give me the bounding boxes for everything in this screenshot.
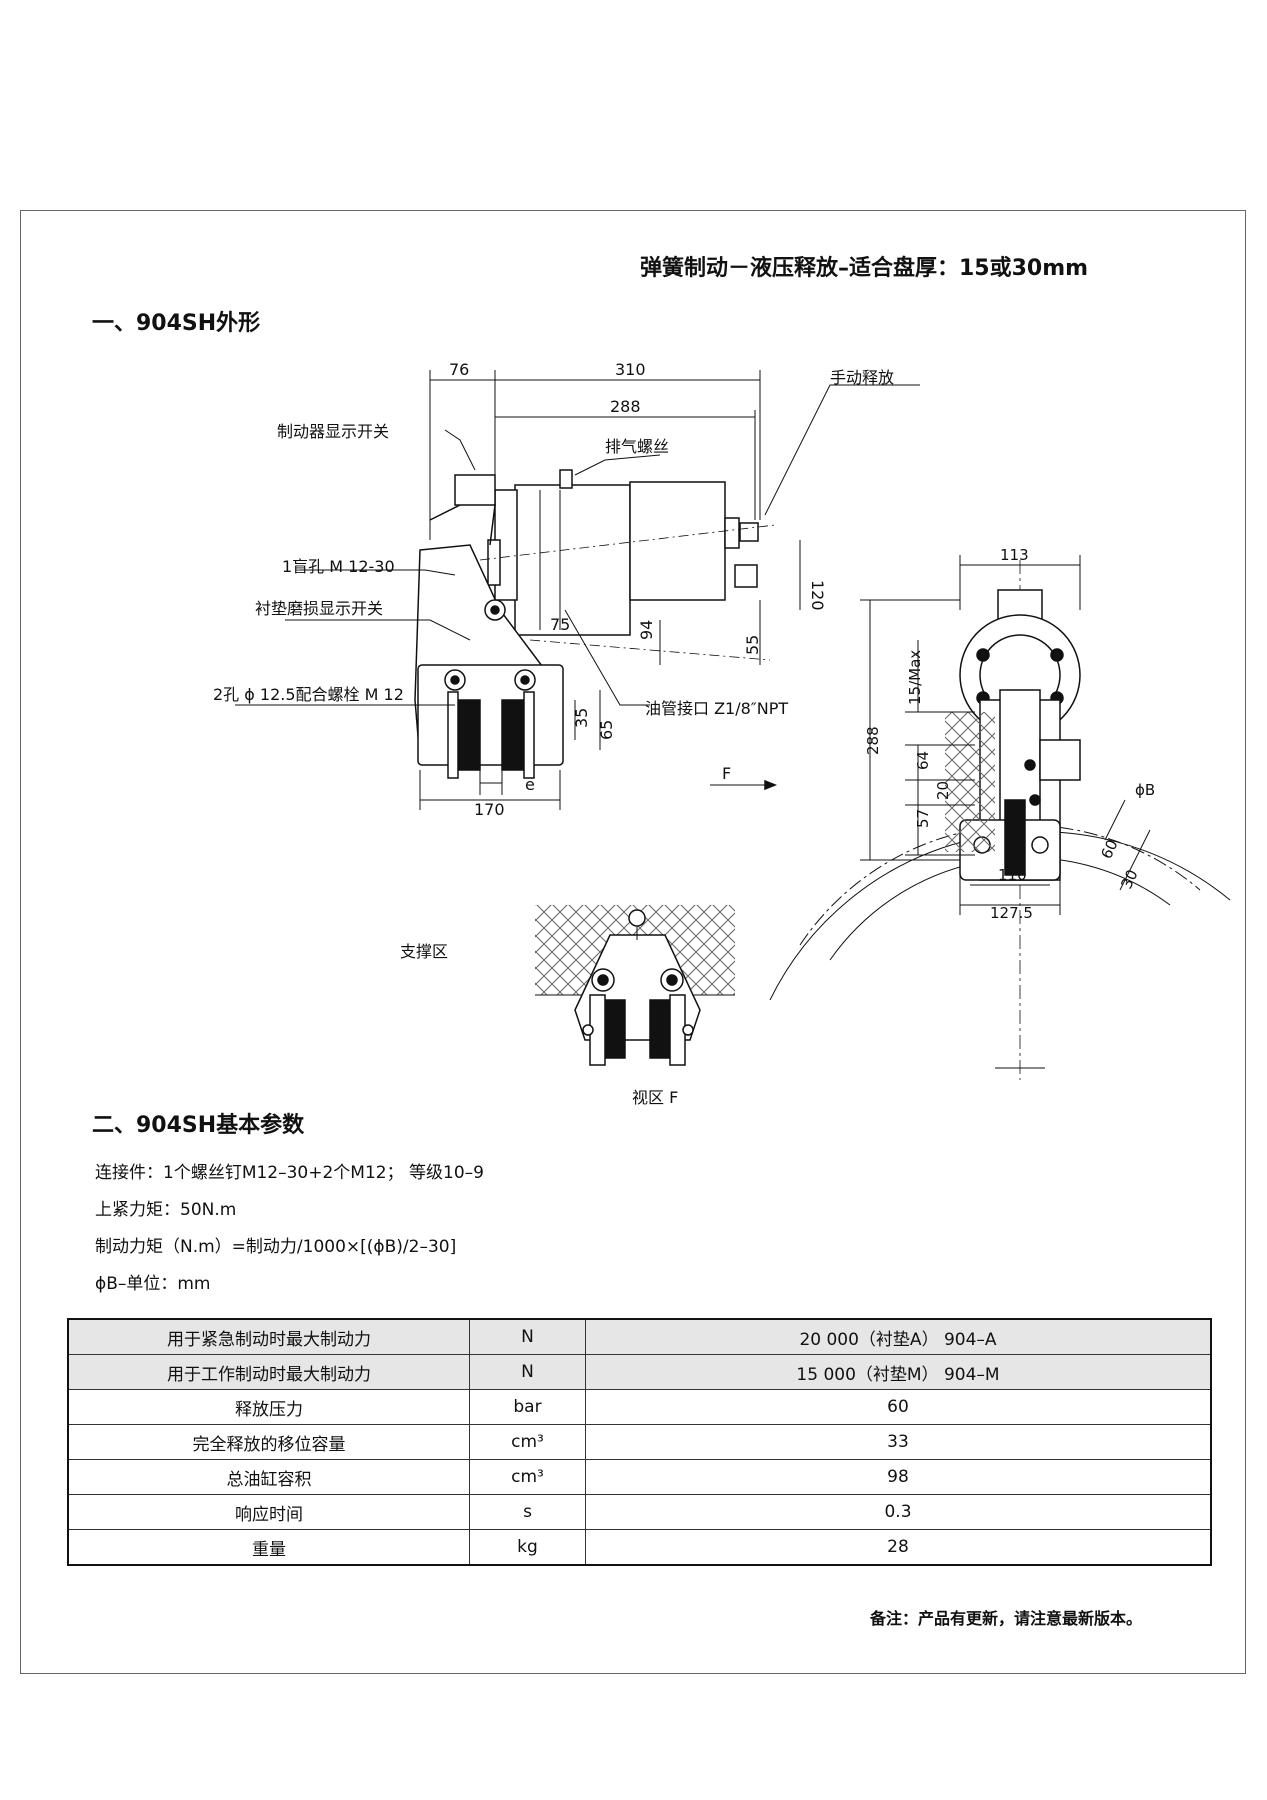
dim-15max: 15/Max [906, 650, 924, 705]
row-unit: s [469, 1494, 586, 1530]
callout-indicator-switch: 制动器显示开关 [277, 422, 389, 441]
callout-holes: 2孔 ϕ 12.5配合螺栓 M 12 [213, 685, 404, 704]
param-line-torque: 上紧力矩：50N.m [95, 1200, 237, 1220]
table-row: 用于紧急制动时最大制动力 N 20 000（衬垫A） 904–A [67, 1318, 1212, 1355]
row-unit: N [469, 1318, 586, 1355]
table-row: 响应时间 s 0.3 [67, 1494, 1212, 1530]
dim-55: 55 [743, 635, 762, 655]
page-subtitle: 弹簧制动－液压释放–适合盘厚：15或30mm [640, 256, 1089, 281]
dim-310: 310 [615, 360, 646, 379]
view-f-label: 视区 F [632, 1088, 678, 1107]
dim-e: e [525, 775, 535, 794]
dim-65: 65 [597, 720, 616, 740]
dim-170: 170 [474, 800, 505, 819]
section-title-outline: 一、904SH外形 [92, 311, 261, 336]
dim-120: 120 [808, 580, 827, 611]
callout-wear-switch: 衬垫磨损显示开关 [255, 599, 383, 618]
section-title-params: 二、904SH基本参数 [92, 1113, 305, 1138]
row-value: 60 [585, 1389, 1212, 1425]
row-unit: cm³ [469, 1424, 586, 1460]
footnote: 备注：产品有更新，请注意最新版本。 [870, 1609, 1143, 1628]
page-frame [20, 210, 1246, 1674]
dim-113: 113 [1000, 546, 1029, 564]
param-line-unit: ϕB–单位：mm [95, 1274, 211, 1294]
dim-110: 110 [998, 866, 1027, 884]
dim-127-5: 127.5 [990, 904, 1033, 922]
row-name: 用于工作制动时最大制动力 [67, 1354, 470, 1390]
spec-table: 用于紧急制动时最大制动力 N 20 000（衬垫A） 904–A 用于工作制动时… [67, 1318, 1212, 1566]
dim-57: 57 [914, 809, 932, 828]
row-value: 33 [585, 1424, 1212, 1460]
dim-75: 75 [550, 615, 570, 634]
callout-manual-release: 手动释放 [830, 368, 894, 387]
row-name: 重量 [67, 1529, 470, 1566]
row-value: 20 000（衬垫A） 904–A [585, 1318, 1212, 1355]
row-value: 28 [585, 1529, 1212, 1566]
dim-20: 20 [934, 781, 952, 800]
side-view [235, 370, 920, 810]
row-name: 释放压力 [67, 1389, 470, 1425]
table-row: 完全释放的移位容量 cm³ 33 [67, 1424, 1212, 1460]
row-unit: N [469, 1354, 586, 1390]
row-value: 98 [585, 1459, 1212, 1495]
row-value: 0.3 [585, 1494, 1212, 1530]
callout-labels: 制动器显示开关 排气螺丝 手动释放 1盲孔 M 12-30 衬垫磨损显示开关 2… [213, 368, 894, 1107]
param-line-fasteners: 连接件：1个螺丝钉M12–30+2个M12； 等级10–9 [95, 1163, 484, 1183]
callout-oil-port: 油管接口 Z1/8″NPT [645, 699, 788, 718]
table-row: 重量 kg 28 [67, 1529, 1212, 1566]
table-row: 用于工作制动时最大制动力 N 15 000（衬垫M） 904–M [67, 1354, 1212, 1390]
row-value: 15 000（衬垫M） 904–M [585, 1354, 1212, 1390]
table-row: 总油缸容积 cm³ 98 [67, 1459, 1212, 1495]
dim-94: 94 [637, 620, 656, 640]
technical-drawing: 制动器显示开关 排气螺丝 手动释放 1盲孔 M 12-30 衬垫磨损显示开关 2… [213, 360, 1231, 1107]
view-f [535, 905, 735, 1066]
row-name: 完全释放的移位容量 [67, 1424, 470, 1460]
table-row: 释放压力 bar 60 [67, 1389, 1212, 1425]
row-unit: cm³ [469, 1459, 586, 1495]
callout-blind-hole: 1盲孔 M 12-30 [282, 557, 395, 576]
side-dimensions: 76 310 288 120 94 75 55 35 65 e 170 [449, 360, 827, 819]
param-line-formula: 制动力矩（N.m）=制动力/1000×[(ϕB)/2–30] [95, 1237, 457, 1257]
dim-phiB: ϕB [1135, 781, 1155, 799]
row-name: 总油缸容积 [67, 1459, 470, 1495]
dim-35: 35 [572, 708, 591, 728]
dim-288-front: 288 [864, 726, 882, 755]
row-name: 响应时间 [67, 1494, 470, 1530]
dim-76: 76 [449, 360, 469, 379]
support-area-label: 支撑区 [400, 942, 448, 961]
row-name: 用于紧急制动时最大制动力 [67, 1318, 470, 1355]
front-view [769, 555, 1231, 1080]
dim-288: 288 [610, 397, 641, 416]
view-arrow-label: F [722, 764, 731, 783]
row-unit: kg [469, 1529, 586, 1566]
row-unit: bar [469, 1389, 586, 1425]
callout-bleed-screw: 排气螺丝 [605, 437, 669, 456]
dim-60: 60 [1097, 837, 1121, 862]
dim-64: 64 [914, 751, 932, 770]
